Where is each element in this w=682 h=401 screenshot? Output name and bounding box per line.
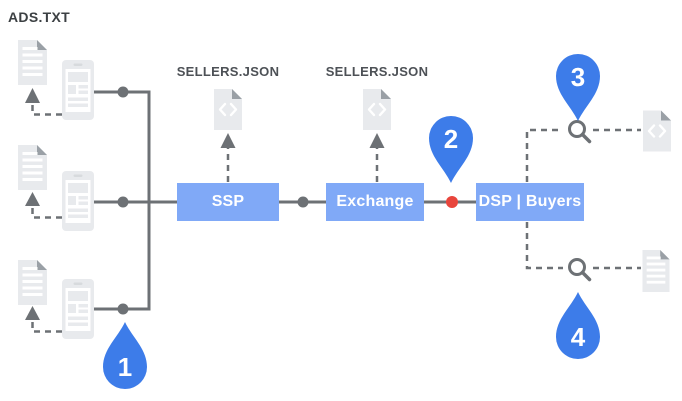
dashed-phone1-to-adstxt	[31, 103, 62, 116]
smartphone-icon-1	[62, 60, 94, 120]
document-icon-verify	[642, 250, 670, 292]
marker-2-map-pin-icon: 2	[427, 114, 475, 184]
arrowhead-adstxt-2	[25, 192, 40, 206]
dashed-dsp-to-search-bottom	[525, 222, 563, 270]
junction-dot-bottom	[117, 303, 129, 315]
code-file-icon-verify	[643, 110, 671, 152]
arrowhead-sellersjson-ssp	[220, 133, 236, 148]
junction-dot-mid	[117, 196, 129, 208]
code-file-icon-ssp	[214, 89, 242, 130]
junction-dot-top	[117, 86, 129, 98]
junction-dot-ssp-exchange	[297, 196, 309, 208]
marker-3-map-pin-icon: 3	[554, 52, 602, 122]
dashed-phone3-to-adstxt	[31, 320, 62, 333]
search-icon-bottom	[567, 257, 593, 283]
document-icon-3	[18, 260, 47, 305]
alert-dot-exchange-dsp	[446, 196, 458, 208]
search-icon-top	[567, 119, 593, 145]
dashed-phone2-to-adstxt	[31, 206, 62, 219]
marker-1-drop-pin-icon: 1	[101, 321, 149, 391]
marker-1-number: 1	[117, 352, 133, 382]
dashed-dsp-to-search-top	[525, 128, 563, 182]
marker-4-number: 4	[570, 322, 586, 352]
arrowhead-adstxt-1	[25, 88, 40, 103]
sellers-json-label-ssp: SELLERS.JSON	[176, 64, 280, 79]
arrowhead-sellersjson-exchange	[369, 133, 385, 148]
node-ssp: SSP	[177, 183, 279, 221]
node-dsp-buyers: DSP | Buyers	[476, 183, 584, 221]
code-file-icon-exchange	[363, 89, 391, 130]
document-icon-2	[18, 145, 47, 190]
marker-4-drop-pin-icon: 4	[554, 291, 602, 361]
ads-txt-label: ADS.TXT	[8, 9, 70, 25]
document-icon-1	[18, 40, 47, 85]
arrowhead-adstxt-3	[25, 306, 40, 320]
marker-2-number: 2	[443, 124, 459, 154]
smartphone-icon-2	[62, 171, 94, 231]
smartphone-icon-3	[62, 279, 94, 339]
marker-3-number: 3	[570, 62, 586, 92]
sellers-json-label-exchange: SELLERS.JSON	[325, 64, 429, 79]
node-exchange: Exchange	[326, 183, 424, 221]
